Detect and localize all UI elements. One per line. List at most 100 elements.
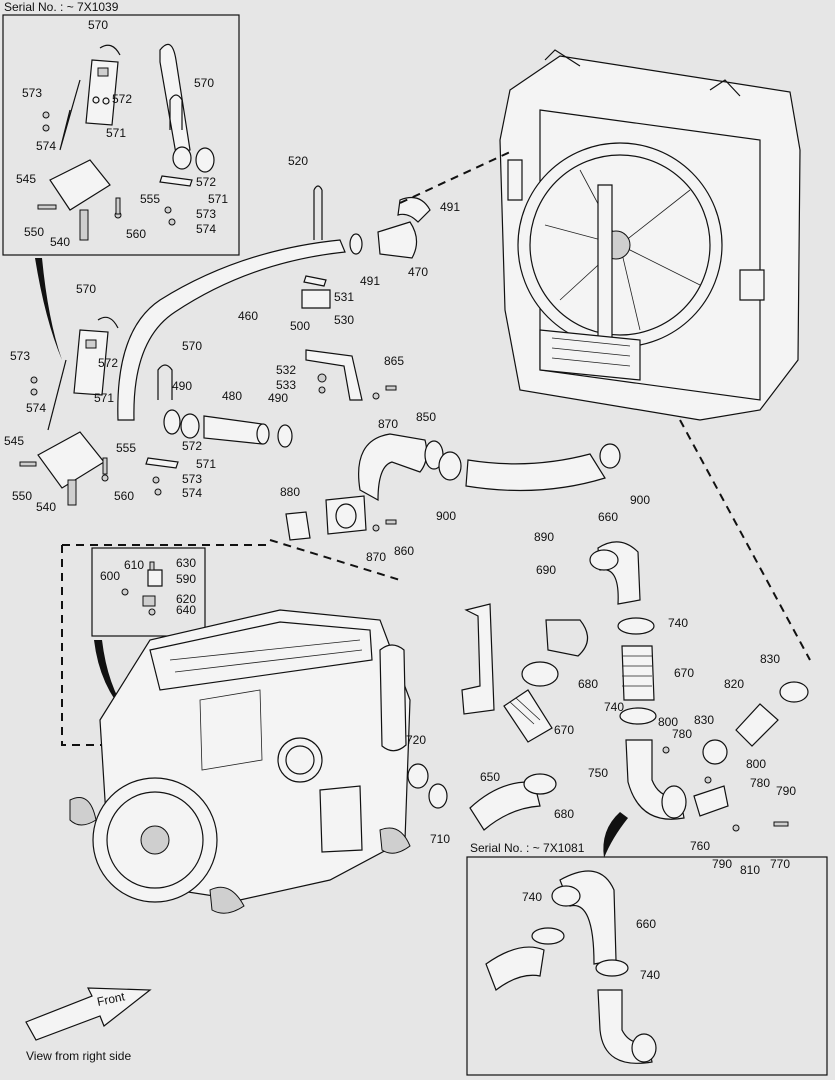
part-label: 660 <box>636 917 656 931</box>
part-label: 590 <box>176 572 196 586</box>
engine-assembly <box>69 609 411 914</box>
bellows-670-b <box>503 689 553 743</box>
part-label: 865 <box>384 354 404 368</box>
oil-cooler <box>319 785 363 853</box>
bracket-690 <box>461 603 495 715</box>
inset-bottom-right: Serial No. : ~ 7X1081 <box>466 841 828 1076</box>
elbow-750-outlet <box>661 785 687 819</box>
part-label: 660 <box>598 510 618 524</box>
part-label: 573 <box>22 86 42 100</box>
part-label: 800 <box>658 715 678 729</box>
inset-elbow-650 <box>485 946 545 991</box>
sensor-590 <box>147 569 163 587</box>
inset-elbow-outlet <box>631 1033 657 1063</box>
part-label: 555 <box>140 192 160 206</box>
bolt <box>102 457 108 475</box>
clamp-900-a <box>438 451 462 481</box>
hose-850 <box>358 433 428 502</box>
washer <box>101 474 109 482</box>
clamp-490-a <box>163 409 181 435</box>
inset-elbow-660 <box>559 870 617 965</box>
fan-inner <box>529 154 711 336</box>
part-label: 810 <box>740 863 760 877</box>
u-bolt <box>157 364 173 400</box>
part-label: 830 <box>694 713 714 727</box>
part-label: 740 <box>604 700 624 714</box>
bellows-820 <box>735 703 779 747</box>
part-label: 560 <box>126 227 146 241</box>
dash-leader-2 <box>679 419 811 661</box>
part-label: 870 <box>366 550 386 564</box>
part-label: 491 <box>360 274 380 288</box>
clamp-490-c <box>277 424 293 448</box>
part-label: 870 <box>378 417 398 431</box>
part-label: 540 <box>50 235 70 249</box>
part-label: 570 <box>88 18 108 32</box>
part-label: 572 <box>196 175 216 189</box>
hook-clip <box>99 44 121 56</box>
pipe-460 <box>117 239 346 421</box>
nut-780 <box>704 776 712 784</box>
part-label: 500 <box>290 319 310 333</box>
inset-small-border <box>91 547 206 637</box>
clamp-690 <box>545 619 589 657</box>
part-label: 610 <box>124 558 144 572</box>
part-label: 670 <box>674 666 694 680</box>
stud <box>79 209 89 241</box>
bracket-arm <box>59 79 81 151</box>
part-label: 780 <box>672 727 692 741</box>
bracket-760 <box>693 785 729 817</box>
bolt-555 <box>115 197 121 215</box>
mount-block <box>739 269 765 301</box>
part-label: 545 <box>16 172 36 186</box>
bolt-865 <box>385 385 397 391</box>
washer-640 <box>148 608 156 616</box>
turbo-bore <box>285 745 315 775</box>
dash-leader-1 <box>399 151 511 204</box>
washer-533 <box>318 386 326 394</box>
inset-small <box>91 547 206 637</box>
part-label: 574 <box>182 486 202 500</box>
part-label: 532 <box>276 363 296 377</box>
clamp-830-b <box>702 739 728 765</box>
dash-leader-3 <box>61 545 110 746</box>
part-label: 480 <box>222 389 242 403</box>
bellows-670 <box>621 645 655 701</box>
clamp-740-a <box>617 617 655 635</box>
flywheel-hub <box>140 825 170 855</box>
serial-bottom-label: Serial No. : ~ 7X1081 <box>470 841 585 855</box>
pipe-480-end <box>256 423 270 445</box>
part-label: 830 <box>760 652 780 666</box>
flywheel-inner <box>106 791 204 889</box>
pointer-arrow-bottom <box>603 812 628 858</box>
part-label: 740 <box>668 616 688 630</box>
engine-mount-left <box>69 797 97 826</box>
nut <box>30 376 38 384</box>
part-label: 550 <box>12 489 32 503</box>
nut-800 <box>662 746 670 754</box>
bracket-slot <box>85 339 97 349</box>
clamp-830-a <box>779 681 809 703</box>
nut-573 <box>42 111 50 119</box>
part-label: 573 <box>196 207 216 221</box>
bracket-plate <box>73 329 109 396</box>
clamp-ring <box>195 147 215 173</box>
part-label: 760 <box>690 839 710 853</box>
cooler-core <box>539 329 641 381</box>
dash-leader-5 <box>269 539 401 581</box>
nut <box>164 206 172 214</box>
part-label: 570 <box>194 76 214 90</box>
part-labels: 5705705705705725725725725735735735735745… <box>4 18 796 982</box>
bolt <box>19 461 37 467</box>
inset-top-left: Serial No. : ~ 7X1039 <box>2 0 240 256</box>
part-label: 573 <box>182 472 202 486</box>
bolt-600 <box>121 588 129 596</box>
part-label: 571 <box>208 192 228 206</box>
part-label: 490 <box>268 391 288 405</box>
clamp-720 <box>407 763 429 789</box>
part-label: 900 <box>630 493 650 507</box>
u-bolt-520 <box>313 185 323 240</box>
front-arrow-shape <box>25 987 152 1041</box>
washer-810 <box>732 824 740 832</box>
